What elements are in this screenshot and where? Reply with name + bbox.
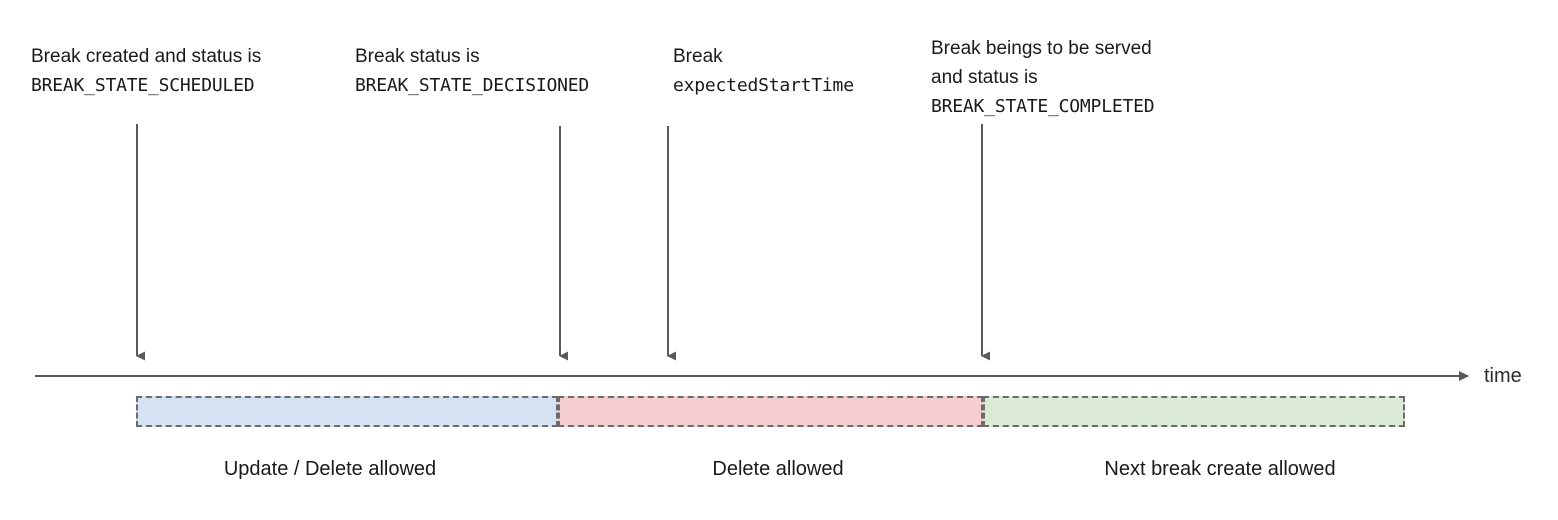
annotation-line: Break created and status is (31, 46, 262, 67)
time-axis-label: time (1484, 365, 1522, 387)
timeline-segment-update-delete-allowed (136, 396, 558, 427)
annotation-break-created-scheduled: Break created and status is BREAK_STATE_… (31, 42, 261, 100)
segment-caption-next-break-create-allowed: Next break create allowed (1104, 458, 1336, 480)
annotation-line: Break beings to be served (931, 38, 1152, 59)
annotation-break-completed: Break beings to be served and status is … (931, 34, 1155, 121)
annotation-line: BREAK_STATE_COMPLETED (931, 96, 1155, 117)
annotation-line: Break (673, 46, 723, 67)
annotation-break-decisioned: Break status is BREAK_STATE_DECISIONED (355, 42, 589, 100)
segment-caption-update-delete-allowed: Update / Delete allowed (223, 458, 437, 480)
segment-caption-delete-allowed: Delete allowed (712, 458, 844, 480)
annotation-line: BREAK_STATE_DECISIONED (355, 75, 590, 96)
annotation-line: Break status is (355, 46, 480, 67)
annotation-line: expectedStartTime (673, 75, 854, 96)
annotation-break-expected-start-time: Break expectedStartTime (673, 42, 854, 100)
annotation-line: and status is (931, 67, 1038, 88)
annotation-line: BREAK_STATE_SCHEDULED (31, 75, 255, 96)
timeline-segment-next-break-create-allowed (983, 396, 1405, 427)
timeline-segment-delete-allowed (558, 396, 983, 427)
